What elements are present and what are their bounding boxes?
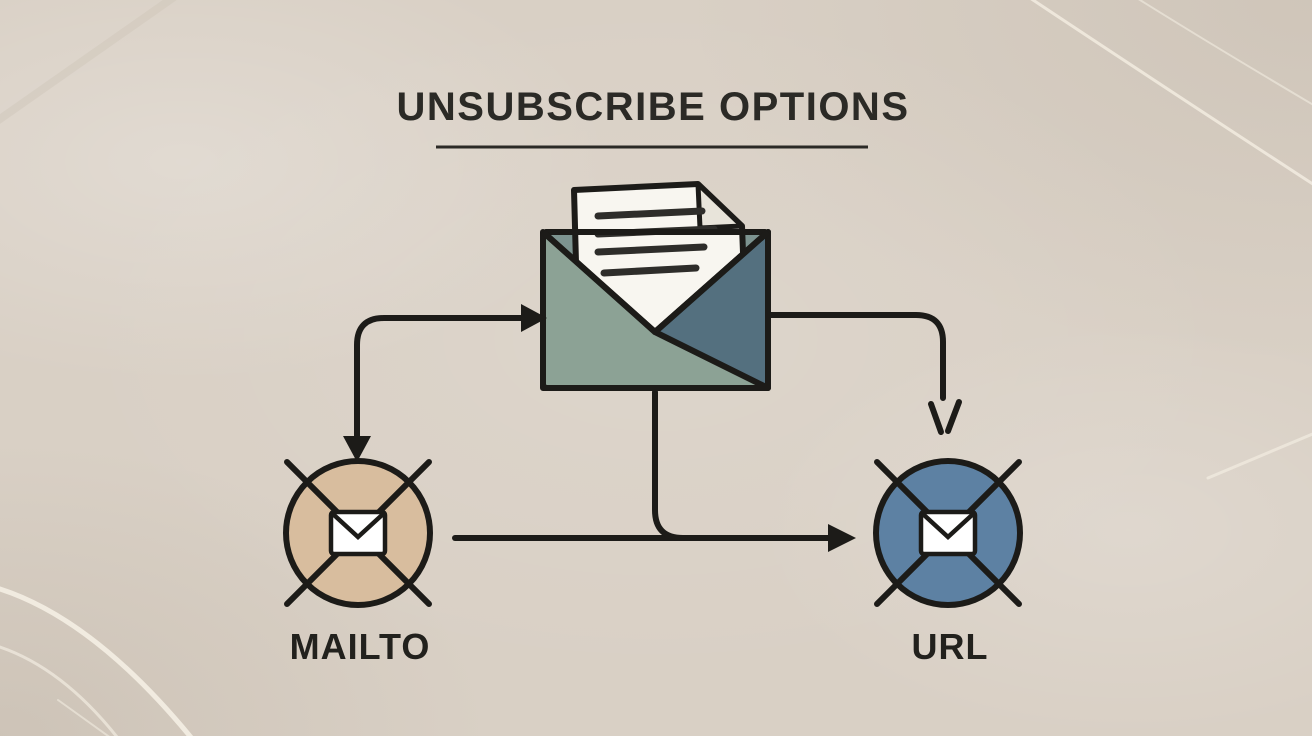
vein-bottom-left-branch: [57, 699, 110, 736]
mailto-node: [283, 458, 433, 608]
url-envelope-icon: [918, 509, 978, 557]
envelope-crease: [541, 229, 770, 335]
vein-right-mid: [1206, 432, 1312, 480]
connectors: [354, 312, 962, 541]
vein-top-right-long: [1030, 0, 1312, 186]
vein-bottom-left-main: [0, 586, 194, 736]
connector-envelope-url: [767, 312, 946, 401]
envelope-outline: [540, 229, 771, 391]
letter-paper-fold: [695, 181, 745, 231]
url-mini-envelope-flap: [921, 512, 975, 541]
arrowhead-into-envelope: [521, 304, 547, 332]
connector-envelope-drop: [652, 389, 686, 541]
arrowhead-into-mailto: [343, 436, 371, 462]
envelope-icon: [540, 181, 771, 391]
url-arrow-tick-right: [945, 399, 962, 434]
mailto-envelope-icon: [328, 509, 388, 557]
mailto-label: MAILTO: [290, 626, 431, 667]
diagram-title: UNSUBSCRIBE OPTIONS: [397, 85, 910, 129]
vein-bottom-left-secondary: [0, 645, 119, 736]
url-node: [873, 458, 1023, 608]
arrowhead-into-url: [828, 524, 856, 552]
mailto-mini-envelope-flap: [331, 512, 385, 541]
arrowheads: [343, 304, 856, 552]
url-label: URL: [912, 626, 989, 667]
connector-envelope-mailto: [354, 315, 526, 441]
url-arrow-tick-left: [928, 401, 944, 435]
vein-top-left-shadow: [0, 0, 177, 124]
vein-top-right-short: [1138, 0, 1312, 106]
